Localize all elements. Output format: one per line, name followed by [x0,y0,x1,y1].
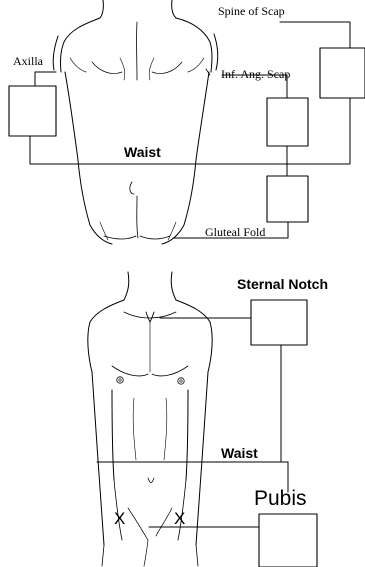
label-gluteal-fold: Gluteal Fold [205,226,265,238]
label-spine-of-scap: Spine of Scap [218,5,285,17]
label-axilla: Axilla [13,55,43,67]
front-torso-outline [88,272,212,566]
label-sternal-notch: Sternal Notch [237,277,328,291]
label-back-waist: Waist [124,145,161,159]
label-inf-ang-scap: Inf. Ang. Scap [221,68,290,80]
back-electrode-spine-box [320,48,365,98]
back-electrode-lower-box [267,176,308,222]
back-torso-outline [53,0,218,244]
front-electrode-pubis-box [259,514,317,567]
label-x-right: X [174,510,185,527]
label-front-waist: Waist [221,446,258,460]
label-x-left: X [114,510,125,527]
label-pubis: Pubis [254,488,307,509]
back-electrode-inf-ang-box [267,98,308,146]
front-electrode-sternal-box [251,300,307,345]
back-electrode-axilla-box [9,86,56,136]
